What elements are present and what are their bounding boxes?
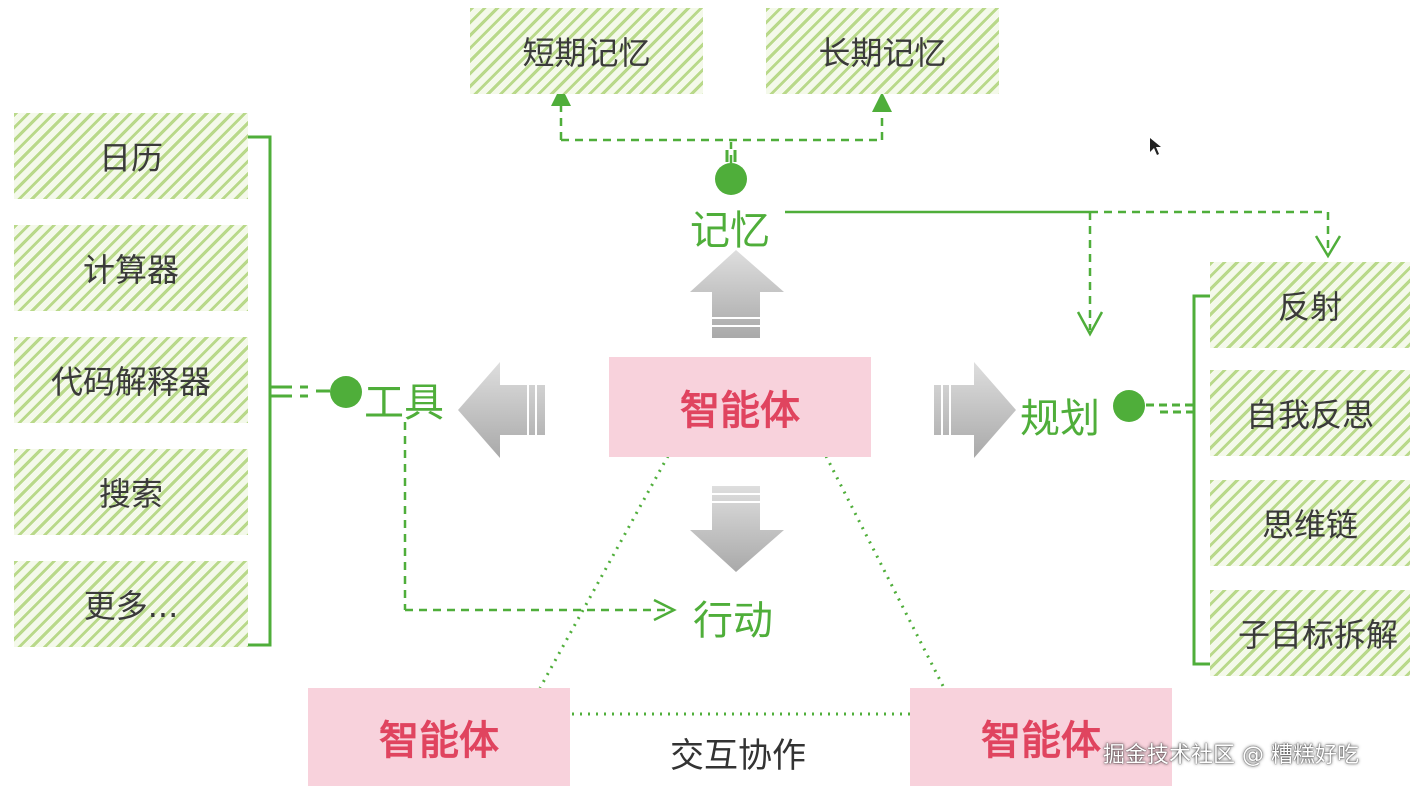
memory-branch-lines bbox=[559, 104, 884, 163]
action-label: 行动 bbox=[693, 598, 773, 644]
tools-to-action-line bbox=[403, 422, 677, 622]
memory-dot-stub bbox=[725, 150, 737, 162]
watermark: 掘金技术社区 @ 糟糕好吃 bbox=[1103, 743, 1359, 768]
long-term-memory-box: 长期记忆 bbox=[766, 8, 999, 94]
planning-item-label: 思维链 bbox=[1261, 506, 1358, 544]
short-term-memory-box: 短期记忆 bbox=[470, 8, 703, 94]
planning-item-label: 自我反思 bbox=[1245, 396, 1374, 434]
memory-label: 记忆 bbox=[690, 208, 770, 254]
tools-label: 工具 bbox=[364, 380, 444, 426]
agent-center-box: 智能体 bbox=[609, 357, 871, 457]
arrow-left-tools bbox=[458, 362, 545, 458]
long-term-memory-label: 长期记忆 bbox=[818, 34, 947, 72]
planning-item-label: 反射 bbox=[1277, 288, 1342, 326]
planning-item-subgoal-decomposition: 子目标拆解 bbox=[1210, 590, 1410, 676]
collaboration-label: 交互协作 bbox=[670, 736, 806, 776]
short-term-memory-label: 短期记忆 bbox=[522, 34, 651, 72]
planning-item-chain-of-thought: 思维链 bbox=[1210, 480, 1410, 566]
arrow-right-planning bbox=[934, 362, 1016, 458]
arrow-up-memory bbox=[690, 250, 784, 338]
tools-bracket bbox=[248, 135, 272, 647]
planning-bracket bbox=[1192, 294, 1222, 666]
memory-node-dot bbox=[715, 163, 747, 195]
collaboration-links bbox=[538, 455, 946, 716]
planning-item-label: 子目标拆解 bbox=[1238, 616, 1399, 654]
memory-to-planning-lines bbox=[785, 210, 1342, 337]
mouse-cursor-icon bbox=[1150, 138, 1161, 155]
arrow-to-short-term bbox=[551, 86, 571, 106]
tool-item-calendar: 日历 bbox=[14, 113, 248, 199]
tools-bracket-stub bbox=[270, 385, 330, 398]
planning-bracket-stub bbox=[1146, 403, 1194, 414]
tool-item-label: 搜索 bbox=[98, 475, 163, 513]
agent-left-label: 智能体 bbox=[379, 718, 499, 764]
tool-item-search: 搜索 bbox=[14, 449, 248, 535]
tool-item-label: 日历 bbox=[98, 139, 163, 177]
agent-right-box: 智能体 bbox=[910, 688, 1172, 786]
agent-right-label: 智能体 bbox=[981, 718, 1101, 764]
tool-item-label: 计算器 bbox=[82, 251, 179, 289]
tool-item-label: 代码解释器 bbox=[50, 363, 211, 401]
planning-label: 规划 bbox=[1020, 396, 1100, 442]
tool-item-calculator: 计算器 bbox=[14, 225, 248, 311]
agent-center-label: 智能体 bbox=[680, 388, 800, 434]
agent-left-box: 智能体 bbox=[308, 688, 570, 786]
arrow-down-action bbox=[690, 486, 784, 572]
planning-item-reflection: 反射 bbox=[1210, 262, 1410, 348]
tool-item-more: 更多... bbox=[14, 561, 248, 647]
tools-node-dot bbox=[330, 376, 362, 408]
tool-item-label: 更多... bbox=[83, 587, 179, 625]
planning-item-self-critique: 自我反思 bbox=[1210, 370, 1410, 456]
planning-node-dot bbox=[1113, 390, 1145, 422]
arrow-to-long-term bbox=[872, 92, 892, 112]
tool-item-code-interpreter: 代码解释器 bbox=[14, 337, 248, 423]
